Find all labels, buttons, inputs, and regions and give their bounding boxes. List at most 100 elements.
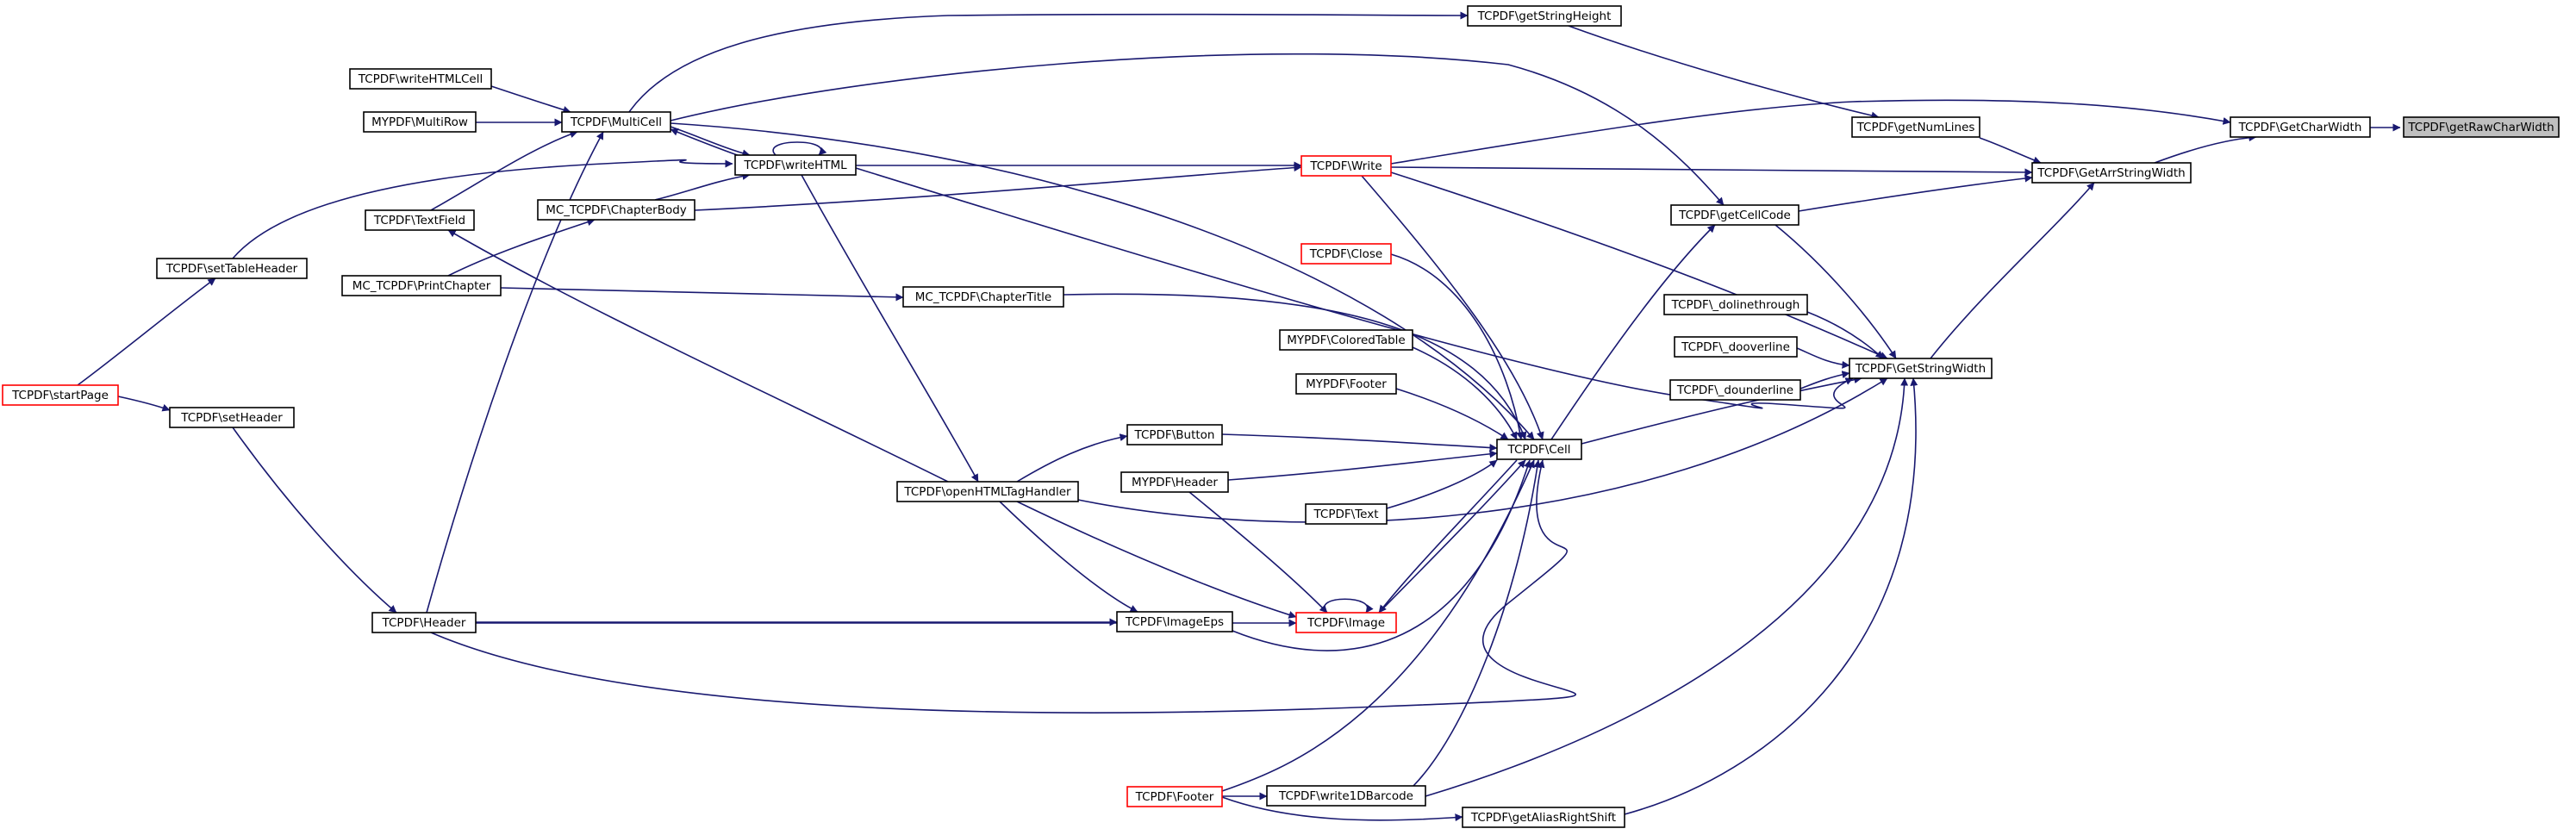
edge-path: [1390, 99, 2231, 165]
node-box: [1305, 503, 1388, 525]
node-header[interactable]: TCPDF\Header: [371, 612, 477, 633]
node-write-htmlcell[interactable]: TCPDF\writeHTMLCell: [349, 68, 492, 90]
edge-path: [1016, 433, 1128, 483]
edge-path: [772, 141, 827, 156]
node-get-alias-right-shift[interactable]: TCPDF\getAliasRightShift: [1462, 807, 1625, 828]
node-write-html[interactable]: TCPDF\writeHTML: [734, 154, 857, 176]
edges-layer: [77, 11, 2401, 822]
node-box: [2403, 116, 2560, 138]
nodes-layer: TCPDF\getRawCharWidthTCPDF\GetCharWidthT…: [2, 5, 2560, 828]
node-footer[interactable]: TCPDF\Footer: [1126, 786, 1223, 807]
node-label: MYPDF\Footer: [1306, 377, 1387, 391]
edge-path: [1799, 371, 1850, 389]
edge-multi-cell-to-cell: [670, 122, 1535, 440]
node-text[interactable]: TCPDF\Text: [1305, 503, 1388, 525]
node-button[interactable]: TCPDF\Button: [1126, 424, 1223, 446]
node-box: [561, 111, 671, 133]
node-multi-row[interactable]: MYPDF\MultiRow: [363, 111, 477, 133]
edge-path: [430, 459, 1576, 713]
edge-start-page-to-set-header: [117, 396, 171, 412]
node-label: MYPDF\Header: [1132, 476, 1218, 489]
edge-write-to-get-char-width: [1390, 99, 2231, 165]
node-get-cell-code[interactable]: TCPDF\getCellCode: [1670, 204, 1799, 226]
edge-path: [1930, 182, 2095, 359]
edge-path: [1395, 388, 1509, 440]
edge-path: [1232, 459, 1531, 651]
node-box: [1851, 116, 1980, 138]
node-image-eps[interactable]: TCPDF\ImageEps: [1116, 611, 1233, 632]
node-label: TCPDF\startPage: [11, 389, 109, 402]
node-box: [349, 68, 492, 90]
node-label: MC_TCPDF\PrintChapter: [352, 279, 491, 293]
node-label: MC_TCPDF\ChapterBody: [546, 203, 687, 217]
node-text-field[interactable]: TCPDF\TextField: [365, 209, 475, 231]
node-set-table-header[interactable]: TCPDF\setTableHeader: [156, 258, 308, 279]
node-get-string-height[interactable]: TCPDF\getStringHeight: [1467, 5, 1622, 27]
node-box: [1126, 786, 1223, 807]
node-multi-cell[interactable]: TCPDF\MultiCell: [561, 111, 671, 133]
node-mypdf-header[interactable]: MYPDF\Header: [1120, 471, 1229, 493]
edge-path: [430, 130, 578, 211]
edge-multi-cell-to-get-string-height: [628, 11, 1469, 113]
edge-chapter-body-to-write: [694, 164, 1302, 211]
node-get-string-width[interactable]: TCPDF\GetStringWidth: [1849, 358, 1993, 379]
node-box: [371, 612, 477, 633]
node-box: [365, 209, 475, 231]
node-label: TCPDF\Close: [1309, 247, 1383, 261]
node-label: TCPDF\write1DBarcode: [1278, 789, 1413, 803]
edge-path: [1188, 491, 1328, 614]
node-label: TCPDF\getNumLines: [1856, 121, 1975, 134]
edge-write1dbarcode-to-get-string-width: [1425, 377, 1909, 797]
node-get-num-lines[interactable]: TCPDF\getNumLines: [1851, 116, 1980, 138]
node-chapter-title[interactable]: MC_TCPDF\ChapterTitle: [902, 286, 1064, 308]
node-box: [1266, 785, 1426, 807]
edge-path: [1568, 25, 1880, 120]
node-dooverline[interactable]: TCPDF\_dooverline: [1674, 336, 1798, 358]
node-dounderline[interactable]: TCPDF\_dounderline: [1669, 379, 1801, 401]
node-box: [1663, 294, 1808, 315]
node-box: [1670, 204, 1799, 226]
edge-write-html-to-write-html: [772, 141, 827, 156]
node-image[interactable]: TCPDF\Image: [1295, 612, 1397, 633]
node-get-arr-string-width[interactable]: TCPDF\GetArrStringWidth: [2031, 162, 2192, 184]
node-open-htmltag-handler[interactable]: TCPDF\openHTMLTagHandler: [896, 481, 1079, 502]
node-start-page[interactable]: TCPDF\startPage: [2, 384, 119, 406]
edge-image-to-image: [1324, 598, 1374, 614]
node-label: TCPDF\GetCharWidth: [2238, 121, 2362, 134]
node-label: TCPDF\Write: [1309, 159, 1382, 173]
node-cell[interactable]: TCPDF\Cell: [1496, 439, 1582, 460]
node-box: [1674, 336, 1798, 358]
node-set-header[interactable]: TCPDF\setHeader: [169, 407, 295, 428]
node-write1dbarcode[interactable]: TCPDF\write1DBarcode: [1266, 785, 1426, 807]
edge-path: [670, 53, 1725, 206]
node-write[interactable]: TCPDF\Write: [1300, 155, 1392, 177]
node-colored-table[interactable]: MYPDF\ColoredTable: [1279, 329, 1413, 351]
edge-path: [117, 396, 171, 412]
edge-open-htmltag-handler-to-image: [1016, 501, 1297, 619]
edge-open-htmltag-handler-to-text-field: [447, 229, 949, 483]
node-get-char-width[interactable]: TCPDF\GetCharWidth: [2230, 116, 2371, 138]
edge-path: [447, 218, 596, 277]
edge-header-to-multi-cell: [426, 131, 604, 614]
node-close[interactable]: TCPDF\Close: [1300, 243, 1392, 265]
edge-path: [801, 174, 979, 483]
edge-header-to-cell: [430, 459, 1576, 713]
edge-set-table-header-to-write-html: [232, 159, 733, 259]
edge-path: [1221, 433, 1498, 452]
edge-button-to-cell: [1221, 433, 1498, 452]
edge-path: [1390, 171, 1888, 359]
edge-dooverline-to-get-string-width: [1796, 347, 1850, 369]
node-dolinethrough[interactable]: TCPDF\_dolinethrough: [1663, 294, 1808, 315]
node-chapter-body[interactable]: MC_TCPDF\ChapterBody: [537, 199, 695, 221]
node-label: TCPDF\getStringHeight: [1477, 9, 1612, 23]
edge-path: [1798, 174, 2033, 212]
edge-path: [1378, 459, 1526, 614]
edge-open-htmltag-handler-to-image-eps: [999, 501, 1138, 613]
node-box: [896, 481, 1079, 502]
edge-mypdf-footer-to-cell: [1395, 388, 1509, 440]
edge-path: [1077, 377, 1888, 523]
node-label: TCPDF\_dooverline: [1681, 340, 1790, 354]
edge-write-to-get-arr-string-width: [1390, 166, 2033, 177]
node-print-chapter[interactable]: MC_TCPDF\PrintChapter: [341, 275, 502, 296]
node-mypdf-footer[interactable]: MYPDF\Footer: [1295, 373, 1397, 395]
